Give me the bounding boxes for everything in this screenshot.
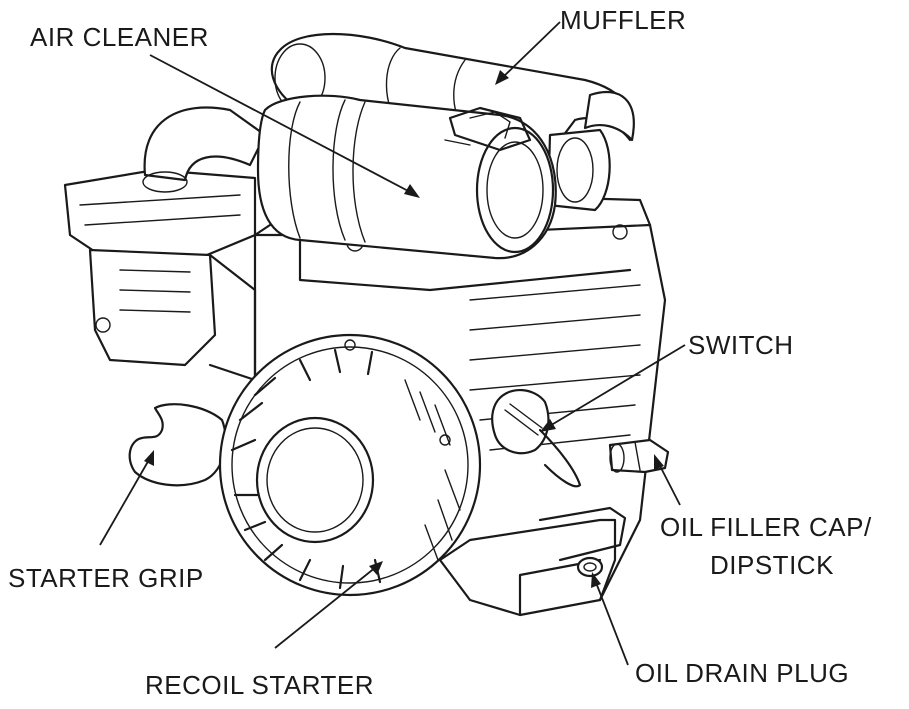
oil-drain-plug: [576, 556, 604, 578]
oil-drain-plug-label: OIL DRAIN PLUG: [635, 658, 850, 688]
air-cleaner-label: AIR CLEANER: [30, 22, 209, 52]
leader-lines: [99, 21, 686, 666]
switch-label: SWITCH: [688, 330, 794, 360]
carburetor-assembly: [63, 106, 267, 382]
air-cleaner: [256, 94, 557, 260]
oil-filler-cap-label-line2: DIPSTICK: [710, 550, 834, 580]
starter-grip-label: STARTER GRIP: [8, 563, 204, 593]
recoil-starter-label: RECOIL STARTER: [145, 670, 375, 700]
engine-switch: [491, 389, 582, 488]
starter-grip: [128, 403, 227, 487]
muffler-label: MUFFLER: [560, 5, 687, 35]
oil-filler-cap-label-line1: OIL FILLER CAP/: [660, 512, 872, 542]
recoil-starter: [218, 333, 482, 597]
oil-filler-cap: [608, 438, 670, 474]
